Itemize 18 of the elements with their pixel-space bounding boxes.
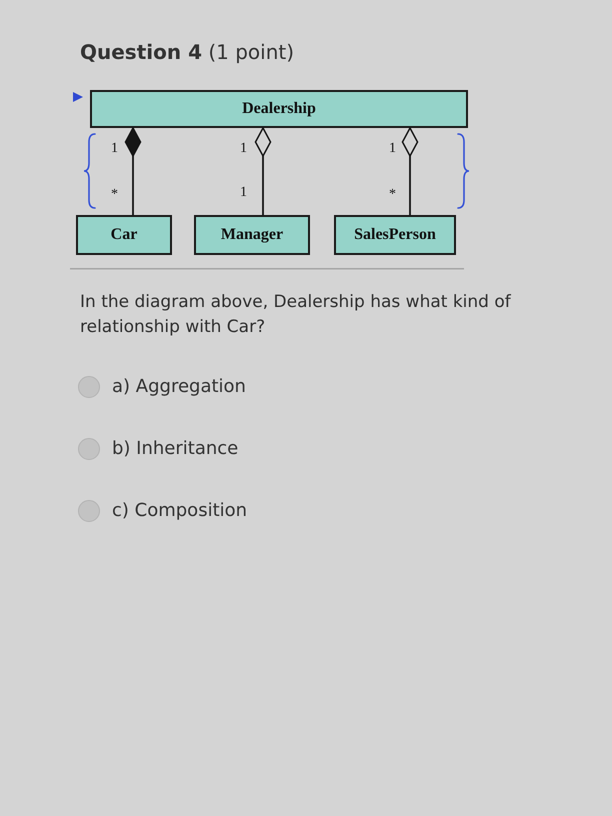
multiplicity-label: * — [389, 188, 396, 202]
answer-option: b) Inheritance — [112, 438, 238, 460]
question-text: In the diagram above, Dealership has what kind of relationship with Car? — [80, 291, 512, 339]
connector — [254, 127, 272, 215]
multiplicity-label: 1 — [240, 186, 247, 200]
question-title: Question 4 (1 point) — [80, 40, 294, 64]
connector — [124, 127, 142, 215]
connector — [402, 127, 418, 215]
multiplicity-label: 1 — [240, 142, 247, 156]
multiplicity-label: * — [111, 188, 118, 202]
multiplicity-label: 1 — [389, 142, 396, 156]
class-box: Manager — [194, 215, 310, 255]
answer-option: a) Aggregation — [112, 376, 246, 398]
class-box: Dealership — [90, 90, 468, 128]
answer-option: c) Composition — [112, 500, 248, 522]
class-box: Car — [76, 215, 172, 255]
multiplicity-label: 1 — [111, 142, 118, 156]
class-box: SalesPerson — [334, 215, 456, 255]
